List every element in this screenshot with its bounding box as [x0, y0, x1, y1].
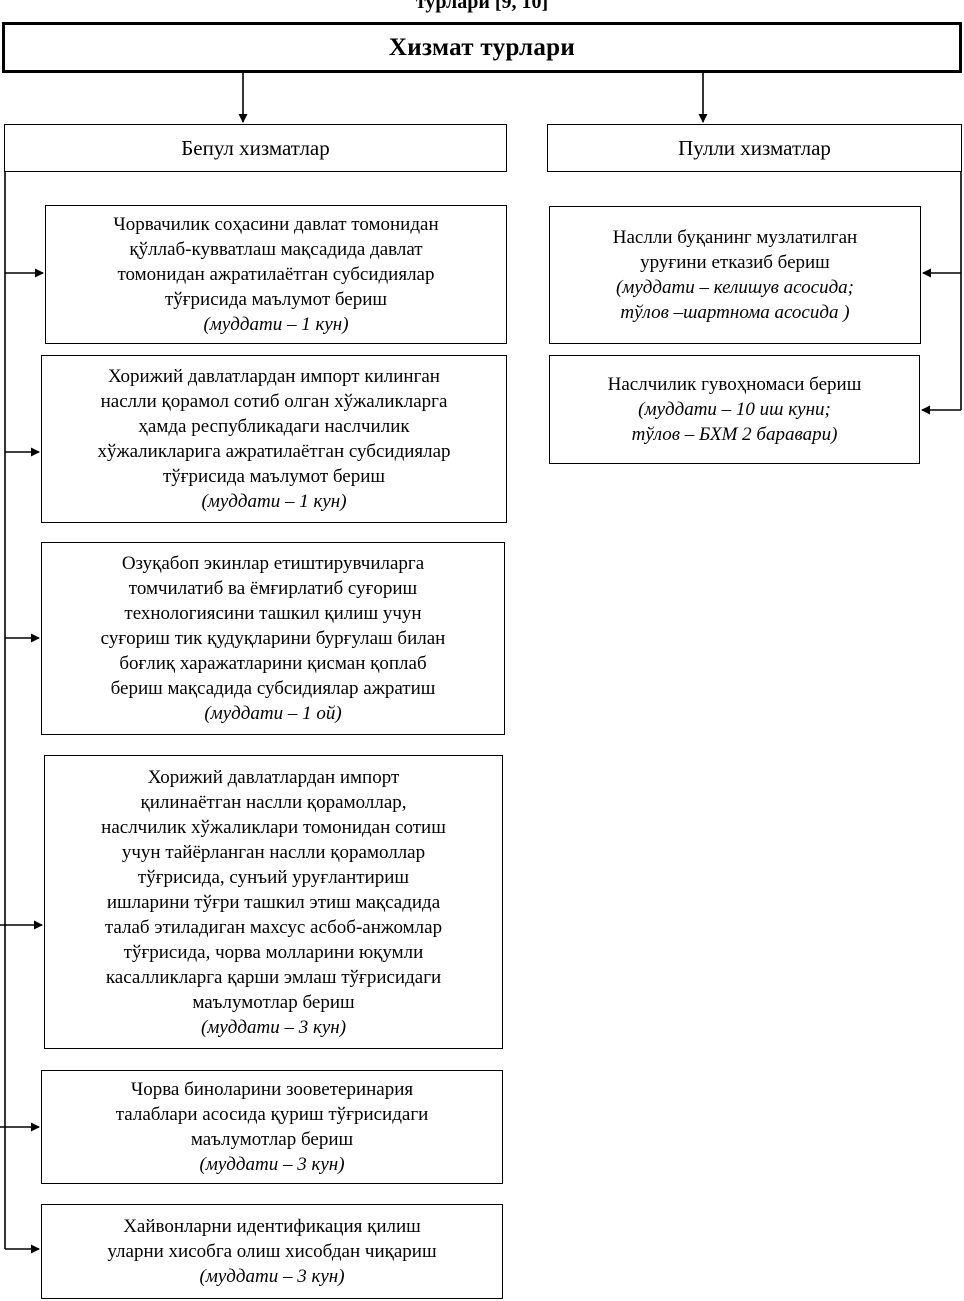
free-service-item: Хайвонларни идентификация қилиш уларни х… — [41, 1204, 503, 1299]
service-term: (муддати – 3 кун) — [199, 1154, 345, 1175]
category-free-services: Бепул хизматлар — [4, 124, 507, 172]
service-description: Хорижий давлатлардан импорт килинган нас… — [97, 366, 451, 487]
category-paid-label: Пулли хизматлар — [678, 135, 831, 160]
service-description: Чорвачилик соҳасини давлат томонидан қўл… — [113, 214, 439, 310]
free-service-item: Чорва биноларини зооветеринария талаблар… — [41, 1070, 503, 1184]
service-term: (муддати – 1 ой) — [204, 703, 342, 724]
service-term: (муддати – 10 иш куни; тўлов – БХМ 2 бар… — [631, 399, 838, 445]
free-service-item: Хорижий давлатлардан импорт қилинаётган … — [44, 755, 503, 1049]
service-term: (муддати – 3 кун) — [200, 1016, 347, 1038]
service-description: Хайвонларни идентификация қилиш уларни х… — [107, 1216, 437, 1262]
root-node-label: Хизмат турлари — [388, 33, 576, 61]
service-term: (муддати – 1 кун) — [201, 491, 347, 512]
service-description: Наслчилик гувоҳномаси бериш — [607, 374, 862, 395]
category-free-label: Бепул хизматлар — [181, 135, 330, 160]
service-term: (муддати – 1 кун) — [203, 314, 349, 335]
free-service-item: Озуқабоп экинлар етиштирувчиларга томчил… — [41, 542, 505, 735]
category-paid-services: Пулли хизматлар — [547, 124, 962, 172]
paid-service-item: Наслли буқанинг музлатилган уруғини етка… — [549, 206, 921, 344]
service-description: Чорва биноларини зооветеринария талаблар… — [115, 1079, 429, 1150]
figure-title-fragment: турлари [9, 10] — [415, 0, 549, 13]
service-description: Озуқабоп экинлар етиштирувчиларга томчил… — [100, 553, 446, 699]
service-term: (муддати – 3 кун) — [199, 1266, 345, 1287]
root-node-services: Хизмат турлари — [2, 22, 962, 73]
free-service-item: Чорвачилик соҳасини давлат томонидан қўл… — [45, 205, 507, 344]
free-service-item: Хорижий давлатлардан импорт килинган нас… — [41, 355, 507, 523]
service-description: Наслли буқанинг музлатилган уруғини етка… — [612, 227, 858, 273]
service-description: Хорижий давлатлардан импорт қилинаётган … — [101, 766, 446, 1013]
paid-service-item: Наслчилик гувоҳномаси бериш (муддати – 1… — [549, 355, 920, 464]
service-term: (муддати – келишув асосида; тўлов –шартн… — [615, 277, 855, 323]
